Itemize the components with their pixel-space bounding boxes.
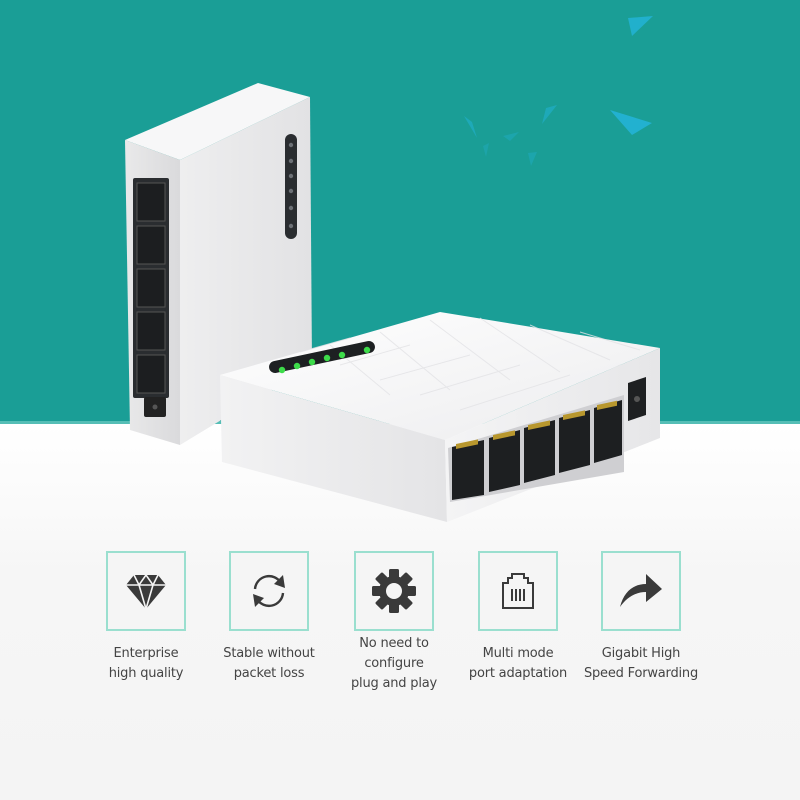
feature-gigabit-forwarding: Gigabit High Speed Forwarding (579, 551, 703, 684)
feature-icon-box (106, 551, 186, 631)
diamond-icon (126, 573, 166, 609)
feature-stable-connection: Stable without packet loss (207, 551, 331, 684)
lying-switch (220, 312, 660, 522)
decorative-shards (464, 16, 653, 166)
feature-icon-box (601, 551, 681, 631)
standing-switch (125, 83, 312, 445)
feature-port-adaptation: Multi mode port adaptation (456, 551, 580, 684)
product-image (125, 83, 660, 522)
feature-label: Stable without packet loss (223, 646, 315, 681)
forward-arrow-icon (620, 574, 662, 607)
feature-icon-box (478, 551, 558, 631)
refresh-icon (253, 574, 285, 608)
ethernet-port-icon (502, 573, 534, 609)
feature-label: No need to configure plug and play (350, 636, 437, 691)
status-led-strip (285, 134, 297, 239)
feature-list: Enterprise high quality Stable without p… (0, 551, 800, 711)
feature-icon-box (229, 551, 309, 631)
feature-label: Enterprise high quality (108, 646, 184, 681)
ethernet-ports (452, 400, 622, 500)
feature-label: Gigabit High Speed Forwarding (583, 646, 699, 681)
feature-enterprise-quality: Enterprise high quality (84, 551, 208, 684)
feature-label: Multi mode port adaptation (468, 646, 568, 681)
feature-icon-box (354, 551, 434, 631)
feature-plug-and-play: No need to configure plug and play (332, 551, 456, 694)
gear-icon (372, 569, 416, 613)
